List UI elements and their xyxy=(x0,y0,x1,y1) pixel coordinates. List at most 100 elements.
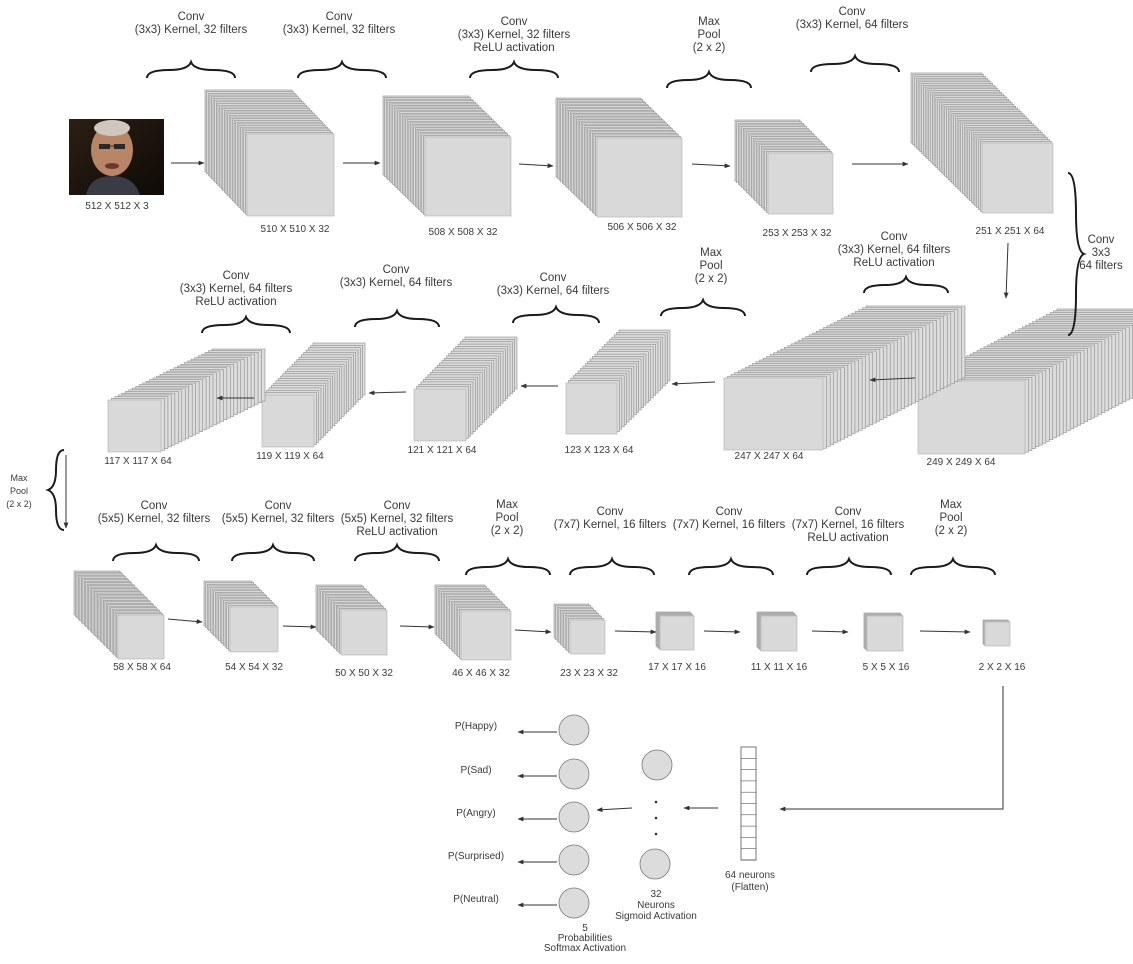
row1-layer-2-dims: 508 X 508 X 32 xyxy=(429,227,498,238)
arrow-r3-l4-to-l5 xyxy=(514,629,552,635)
feature-map-front xyxy=(565,382,618,435)
output-label: P(Neutral) xyxy=(453,894,499,905)
operation-label-line: (3x3) Kernel, 64 filters xyxy=(796,19,909,31)
row3-layer-3-dims: 50 X 50 X 32 xyxy=(335,668,393,679)
feature-map-front xyxy=(596,137,683,218)
flatten-label: (Flatten) xyxy=(731,882,768,893)
row2-op-1-brace xyxy=(863,274,949,294)
operation-label-line: Pool xyxy=(10,486,28,496)
output-label: P(Surprised) xyxy=(448,851,504,862)
row2-op-4: Conv(3x3) Kernel, 64 filters xyxy=(340,264,453,289)
row2-op-2-brace xyxy=(660,297,746,317)
left-transition-brace xyxy=(45,449,65,531)
output-neuron-4 xyxy=(517,844,590,876)
operation-label-line: ReLU activation xyxy=(356,526,437,538)
arrow-r2-l2-to-l3 xyxy=(671,381,716,387)
operation-label-line: Conv xyxy=(839,6,866,18)
neuron-node xyxy=(558,801,590,833)
row3-op-5-brace xyxy=(569,556,655,576)
row3-layer-6 xyxy=(655,611,695,651)
arrow-r3-l5-to-l6 xyxy=(614,629,657,635)
flatten-vector xyxy=(740,746,757,861)
row2-layer-6 xyxy=(107,348,266,453)
feature-map-front xyxy=(984,621,1011,647)
arrow-r3-l2-to-l3 xyxy=(282,624,317,630)
row3-op-3-brace xyxy=(354,542,440,562)
feature-map-front xyxy=(866,615,904,652)
operation-label-line: ReLU activation xyxy=(473,42,554,54)
output-neuron-2 xyxy=(517,758,590,790)
row1-op-3-brace xyxy=(469,59,559,79)
operation-label-line: Conv xyxy=(540,272,567,284)
operation-label-line: (5x5) Kernel, 32 filters xyxy=(98,513,211,525)
neuron-node xyxy=(558,844,590,876)
output-label: P(Sad) xyxy=(460,765,491,776)
row3-layer-8 xyxy=(863,612,904,652)
row3-layer-5 xyxy=(553,603,606,655)
operation-label-line: (3x3) Kernel, 32 filters xyxy=(283,24,396,36)
row1-op-2-brace xyxy=(297,59,387,79)
output-layer-label: Probabilities xyxy=(558,933,612,944)
operation-label-line: (3x3) Kernel, 64 filters xyxy=(497,285,610,297)
operation-label-line: Conv xyxy=(383,264,410,276)
operation-label-line: (7x7) Kernel, 16 filters xyxy=(554,519,667,531)
operation-label-line: Max xyxy=(496,499,518,511)
row2-layer-3 xyxy=(565,329,671,435)
feature-map-front xyxy=(659,615,695,651)
neuron-node xyxy=(558,714,590,746)
row3-op-1-brace xyxy=(112,542,200,562)
operation-label-line: (2 x 2) xyxy=(695,273,728,285)
row3-op-4-brace xyxy=(465,556,551,576)
arrow-hidden-to-output xyxy=(596,807,633,813)
row2-op-4-brace xyxy=(354,308,440,328)
row3-op-7-brace xyxy=(806,556,892,576)
row3-layer-7-dims: 11 X 11 X 16 xyxy=(751,662,808,673)
feature-map-front xyxy=(760,615,798,652)
feature-map-front xyxy=(460,610,512,661)
operation-label-line: Pool xyxy=(699,260,722,272)
operation-label-line: (2 x 2) xyxy=(6,499,32,509)
row2-layer-3-dims: 123 X 123 X 64 xyxy=(565,445,634,456)
row3-layer-2 xyxy=(203,580,279,653)
arrow-r3-l6-to-l7 xyxy=(703,629,741,635)
row1-op-1: Conv(3x3) Kernel, 32 filters xyxy=(135,11,248,36)
operation-label-line: Conv xyxy=(1088,234,1115,246)
row1-layer-5-dims: 251 X 251 X 64 xyxy=(976,226,1045,237)
arrow-r3-l3-to-l4 xyxy=(399,624,435,630)
operation-label-line: (5x5) Kernel, 32 filters xyxy=(222,513,335,525)
input-face-photo xyxy=(69,119,164,195)
feature-map-front xyxy=(246,133,335,217)
operation-label-line: Pool xyxy=(939,512,962,524)
output-layer-label: Softmax Activation xyxy=(544,943,626,954)
row2-op-5-brace xyxy=(201,314,291,334)
output-neuron-3 xyxy=(517,801,590,833)
operation-label-line: Conv xyxy=(265,500,292,512)
row3-op-1: Conv(5x5) Kernel, 32 filters xyxy=(98,500,211,525)
neuron-node xyxy=(641,749,673,781)
row2-op-3: Conv(3x3) Kernel, 64 filters xyxy=(497,272,610,297)
row3-layer-8-dims: 5 X 5 X 16 xyxy=(863,662,910,673)
row2-layer-4-dims: 121 X 121 X 64 xyxy=(408,445,477,456)
row3-layer-3 xyxy=(315,584,388,656)
operation-label-line: (3x3) Kernel, 64 filters xyxy=(180,283,293,295)
arrow-r3-l8-to-l9 xyxy=(919,629,971,635)
row1-op-1-brace xyxy=(146,59,236,79)
row3-layer-2-dims: 54 X 54 X 32 xyxy=(225,662,283,673)
row1-layer-4-dims: 253 X 253 X 32 xyxy=(763,228,832,239)
row1-op-5-brace xyxy=(810,53,900,73)
row3-op-5: Conv(7x7) Kernel, 16 filters xyxy=(554,506,667,531)
feature-map-front xyxy=(340,609,388,656)
row3-layer-9-dims: 2 X 2 X 16 xyxy=(979,662,1026,673)
row3-layer-1-dims: 58 X 58 X 64 xyxy=(113,662,171,673)
row2-layer-4 xyxy=(413,336,518,442)
feature-map-front xyxy=(767,152,834,215)
operation-label-line: Conv xyxy=(223,270,250,282)
